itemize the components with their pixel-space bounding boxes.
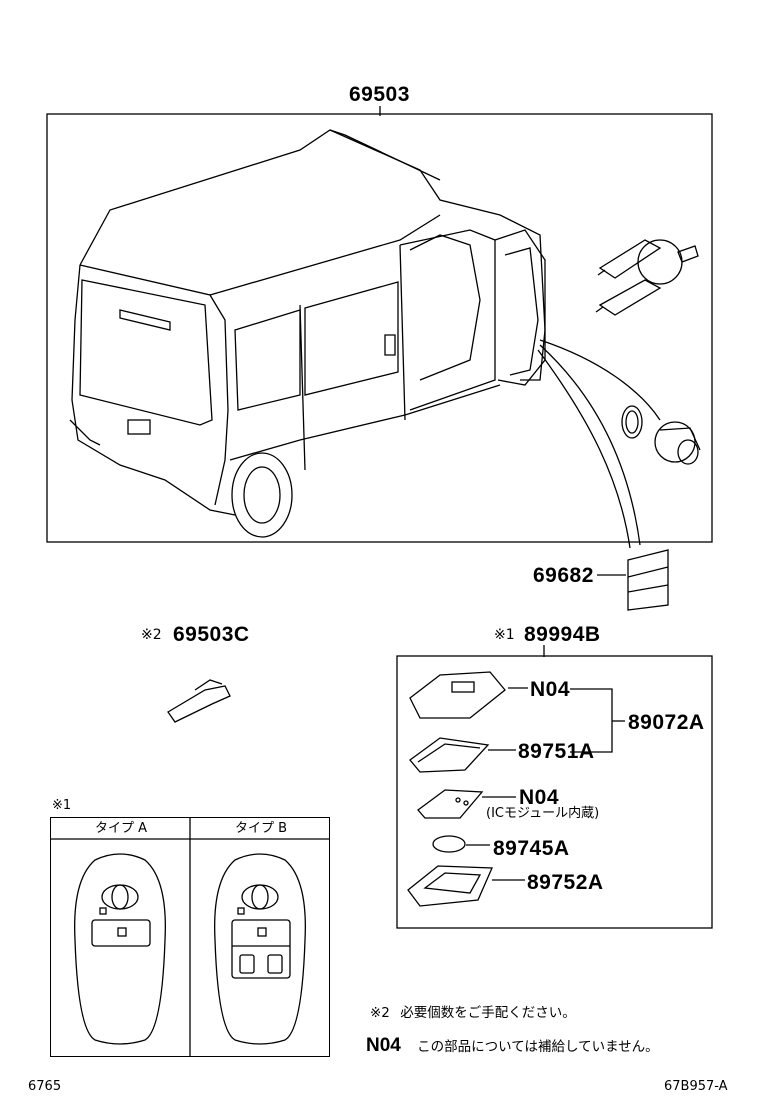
part-case-lower-label[interactable]: 89751A — [518, 740, 595, 763]
holder-illustration — [407, 865, 493, 907]
type-a-header: タイプ A — [94, 821, 148, 836]
part-smart-key-label[interactable]: 89994B — [524, 623, 601, 646]
note2-mark: ※2 — [141, 627, 162, 643]
page-number-left: 6765 — [28, 1079, 62, 1094]
note-line2: N04 この部品については補給していません。 — [366, 1036, 659, 1055]
fob-type-a-illustration — [74, 853, 166, 1045]
key-illustration — [595, 239, 699, 316]
part-battery-label[interactable]: 89745A — [493, 837, 570, 860]
page-number-right: 67B957-A — [664, 1079, 728, 1094]
type-b-header: タイプ B — [234, 821, 288, 836]
part-case-assy-label[interactable]: 89072A — [628, 711, 705, 734]
note-line2-text: この部品については補給していません。 — [417, 1039, 659, 1055]
case-lower-illustration — [409, 737, 490, 773]
note1-mark: ※1 — [494, 627, 515, 643]
battery-illustration — [432, 835, 466, 853]
lock-cylinder-illustration — [621, 405, 701, 465]
part-module-label[interactable]: N04 — [519, 786, 560, 809]
part-case-upper-label[interactable]: N04 — [530, 678, 571, 701]
note-line1: ※2 必要個数をご手配ください。 — [370, 1005, 576, 1021]
van-illustration — [69, 129, 546, 538]
smart-key-frame — [396, 655, 713, 929]
part-kit-label[interactable]: 69503 — [349, 83, 410, 106]
case-upper-illustration — [409, 671, 506, 719]
part-blank-key-label[interactable]: 69503C — [173, 623, 250, 646]
blank-key-illustration — [167, 679, 231, 723]
note-line1-mark: ※2 — [370, 1005, 390, 1021]
note1-type-mark: ※1 — [52, 798, 72, 813]
cap-illustration — [627, 549, 669, 611]
fob-type-b-illustration — [214, 853, 306, 1045]
part-holder-label[interactable]: 89752A — [527, 871, 604, 894]
module-note: (ICモジュール内蔵) — [486, 806, 600, 821]
type-comparison-box: タイプ A タイプ B — [50, 817, 330, 1057]
note-line2-mark: N04 — [366, 1035, 401, 1056]
note-line1-text: 必要個数をご手配ください。 — [400, 1005, 576, 1021]
kit-frame — [46, 113, 713, 543]
part-cap-label[interactable]: 69682 — [533, 564, 594, 587]
ic-module-illustration — [417, 789, 484, 819]
